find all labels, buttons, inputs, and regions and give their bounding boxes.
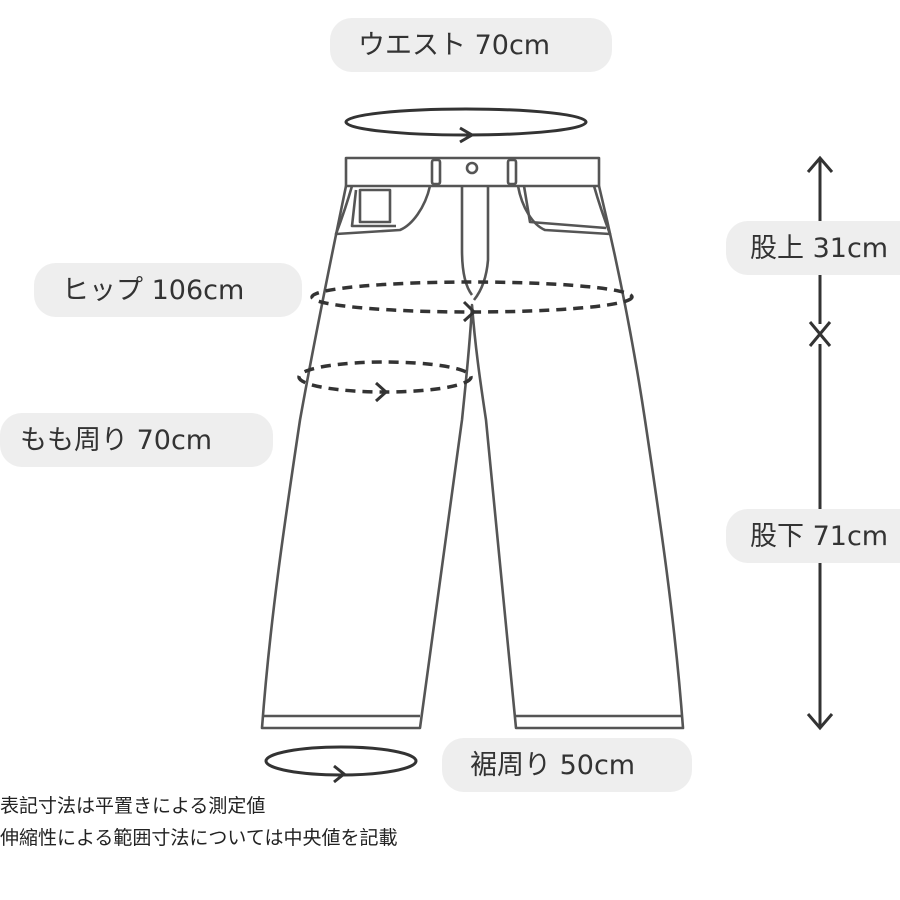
rise-label: 股上 31cm [726,221,900,275]
hem-measure-loop [264,745,418,784]
thigh-label: もも周り 70cm [0,413,273,467]
note-stretch-values: 伸縮性による範囲寸法については中央値を記載 [0,827,398,849]
thigh-measure-loop [297,360,473,403]
note-measurement-method: 表記寸法は平置きによる測定値 [0,795,266,817]
waist-label: ウエスト 70cm [330,18,612,72]
pants-outline [260,156,685,730]
inseam-label: 股下 71cm [726,509,900,563]
hip-label: ヒップ 106cm [34,263,302,317]
hip-measure-loop [310,280,634,323]
hem-label: 裾周り 50cm [442,738,692,792]
waist-measure-loop [344,107,588,144]
